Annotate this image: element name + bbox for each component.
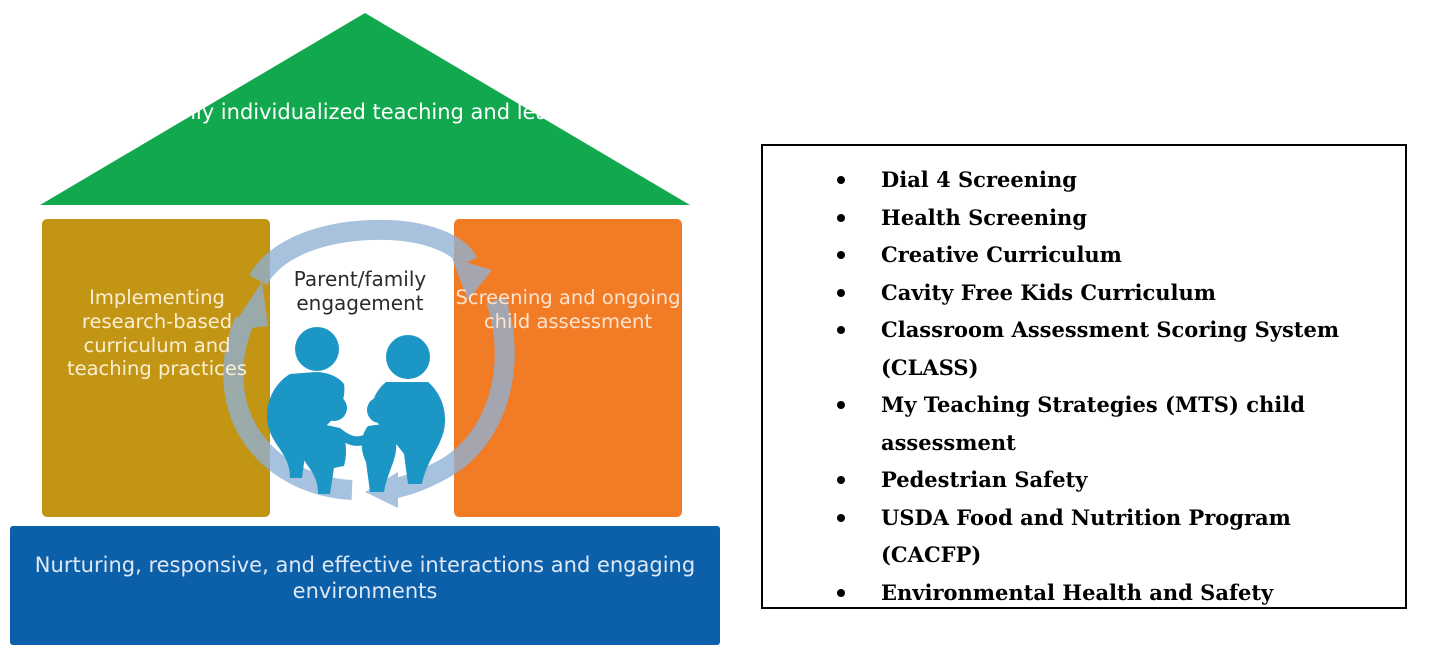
list-item: Environmental Health and Safety [835, 574, 1395, 612]
list-item: Creative Curriculum [835, 236, 1395, 274]
base-label: Nurturing, responsive, and effective int… [34, 553, 696, 603]
house-graphic [10, 13, 720, 645]
family-icon [266, 327, 446, 494]
list-item: My Teaching Strategies (MTS) child asses… [835, 386, 1395, 461]
right-pillar [454, 219, 682, 517]
list-item: Cavity Free Kids Curriculum [835, 274, 1395, 312]
center-engagement-label: Parent/family engagement [293, 267, 427, 316]
programs-list: Dial 4 Screening Health Screening Creati… [835, 161, 1395, 611]
list-item: Health Screening [835, 199, 1395, 237]
list-item: Classroom Assessment Scoring System (CLA… [835, 311, 1395, 386]
programs-list-box: Dial 4 Screening Health Screening Creati… [761, 144, 1407, 609]
list-item: USDA Food and Nutrition Program (CACFP) [835, 499, 1395, 574]
base-foundation [10, 526, 720, 645]
left-pillar-label: Implementing research-based curriculum a… [66, 286, 248, 381]
roof-triangle [40, 13, 690, 205]
left-pillar [42, 219, 270, 517]
list-item: Pedestrian Safety [835, 461, 1395, 499]
list-item: Dial 4 Screening [835, 161, 1395, 199]
right-pillar-label: Screening and ongoing child assessment [455, 286, 681, 333]
cycle-arrows-icon [223, 219, 515, 508]
roof-label: Highly individualized teaching and learn… [147, 100, 603, 124]
